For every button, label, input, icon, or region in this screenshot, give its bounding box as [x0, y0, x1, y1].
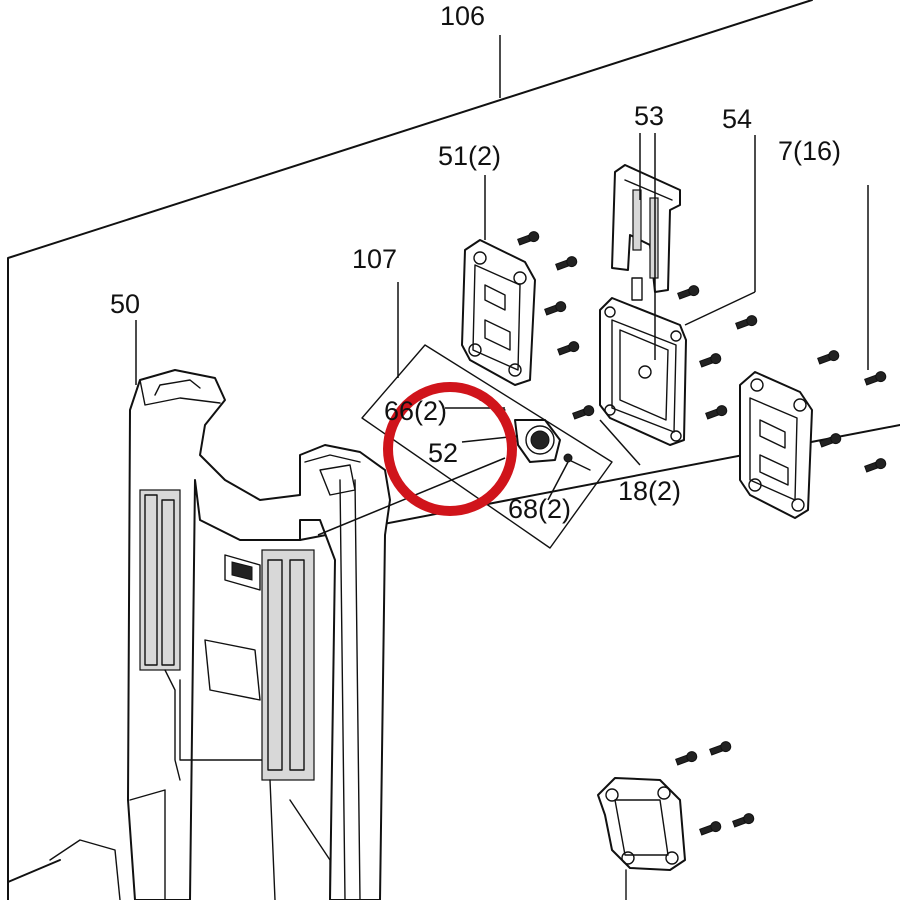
callout-18: 18(2) — [618, 476, 681, 506]
callout-7: 7(16) — [778, 136, 841, 166]
highlight-circle — [383, 382, 517, 516]
callout-66: 66(2) — [384, 396, 447, 426]
bracket-part-bottom — [597, 777, 686, 900]
callout-68: 68(2) — [508, 494, 571, 524]
callout-50: 50 — [110, 289, 140, 319]
callout-52: 52 — [428, 438, 458, 468]
slider-part-53 — [611, 164, 681, 301]
screws-7 — [517, 231, 887, 836]
frame-part-50 — [49, 369, 391, 900]
callout-106: 106 — [440, 1, 485, 31]
callout-labels: 106 53 54 51(2) 7(16) 107 50 66(2) 52 18… — [110, 1, 841, 524]
callout-53: 53 — [634, 101, 664, 131]
callout-54: 54 — [722, 104, 752, 134]
bracket-part-51-right — [739, 371, 813, 519]
detail-box-107 — [361, 344, 613, 549]
bracket-part-51-upper — [461, 239, 536, 386]
callout-51: 51(2) — [438, 141, 501, 171]
callout-107: 107 — [352, 244, 397, 274]
housing-part-54 — [599, 297, 687, 446]
